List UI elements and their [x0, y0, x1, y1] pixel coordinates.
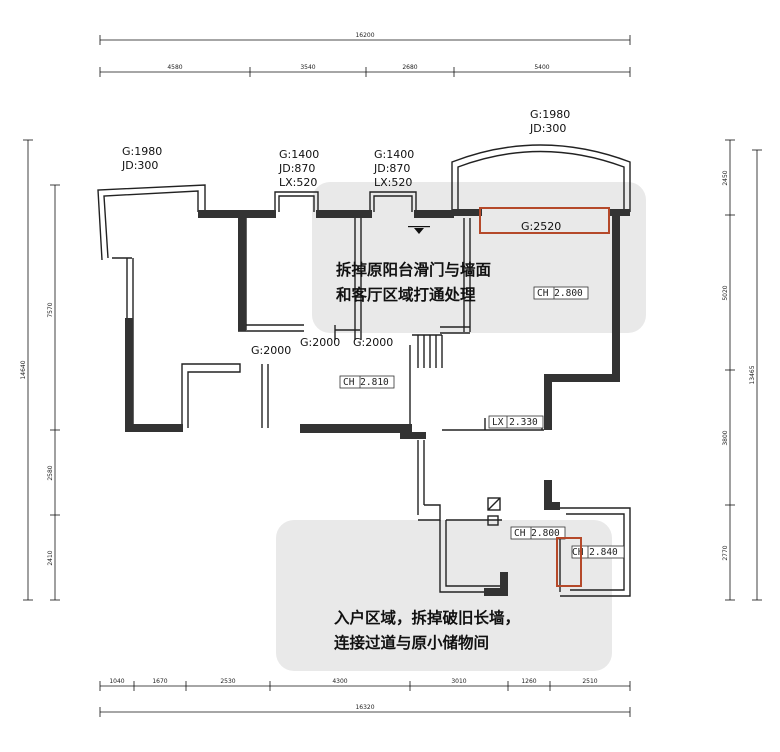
note-bottom-line-1: 入户区域，拆掉破旧长墙，	[334, 608, 520, 627]
left-dimension-2: 2580	[47, 465, 54, 480]
window-1-label-line-3: LX:520	[279, 176, 317, 189]
door-label-g2000-a: G:2000	[251, 344, 291, 357]
top-dimension-1: 4580	[167, 64, 182, 71]
right-dimension-4: 2770	[722, 545, 729, 560]
balcony-window-label-line-1: G:1980	[530, 108, 570, 121]
note-area-top-background	[312, 182, 646, 333]
bottom-dimension-7: 2510	[582, 678, 597, 685]
ch-tag-storage-box	[571, 545, 625, 559]
ch-tag-entry-box	[510, 526, 566, 540]
level-marker-icon	[408, 226, 430, 234]
bottom-dimension-2: 1670	[152, 678, 167, 685]
lx-tag-box	[488, 415, 544, 429]
top-dimension-4: 5400	[534, 64, 549, 71]
bottom-total-dimension: 16320	[355, 704, 374, 711]
right-dimension-2: 5020	[722, 285, 729, 300]
right-dimension-lines	[725, 139, 762, 601]
right-dimension-1: 2450	[722, 170, 729, 185]
bottom-dimension-6: 1260	[521, 678, 536, 685]
bay-window-left-label-line-1: G:1980	[122, 145, 162, 158]
thick-walls	[125, 209, 630, 596]
bay-window-left-label-line-2: JD:300	[121, 159, 158, 172]
bottom-dimension-3: 2530	[220, 678, 235, 685]
ch-tag-balcony-box	[533, 286, 589, 300]
ch-tag-balcony: CH 2.800	[537, 288, 583, 299]
top-dimension-lines	[99, 35, 631, 77]
thin-wall-outlines	[97, 144, 631, 597]
top-total-dimension: 16200	[355, 32, 374, 39]
note-top-line-1: 拆掉原阳台滑门与墙面	[336, 260, 491, 279]
note-bottom-line-2: 连接过道与原小储物间	[334, 633, 489, 652]
right-total-dimension: 13465	[749, 365, 756, 384]
window-2-label-line-1: G:1400	[374, 148, 414, 161]
left-dimension-3: 2410	[47, 550, 54, 565]
window-2-label-line-3: LX:520	[374, 176, 412, 189]
ch-tag-living: CH 2.810	[343, 377, 389, 388]
window-2-label-line-2: JD:870	[373, 162, 410, 175]
window-1-label-line-1: G:1400	[279, 148, 319, 161]
bottom-dimension-5: 3010	[451, 678, 466, 685]
storage-door-highlight-box	[556, 537, 582, 587]
highlight-door-label: G:2520	[521, 220, 561, 233]
ch-tag-living-box	[339, 375, 395, 389]
door-label-g2000-b: G:2000	[300, 336, 340, 349]
balcony-window-label-line-2: JD:300	[529, 122, 566, 135]
left-dimension-lines	[23, 139, 60, 601]
top-dimension-3: 2680	[402, 64, 417, 71]
note-area-bottom-background	[276, 520, 612, 671]
bottom-dimension-lines	[99, 681, 631, 717]
ch-tag-storage: CH 2.840	[572, 547, 618, 558]
bottom-dimension-1: 1040	[109, 678, 124, 685]
note-top-line-2: 和客厅区域打通处理	[336, 285, 476, 304]
top-dimension-2: 3540	[300, 64, 315, 71]
highlight-door-box	[479, 207, 610, 234]
window-1-label-line-2: JD:870	[278, 162, 315, 175]
left-dimension-1: 7570	[47, 302, 54, 317]
lx-tag: LX 2.330	[492, 417, 538, 428]
door-label-g2000-c: G:2000	[353, 336, 393, 349]
ch-tag-entry: CH 2.800	[514, 528, 560, 539]
left-total-dimension: 14640	[20, 360, 27, 379]
right-dimension-3: 3800	[722, 430, 729, 445]
bottom-dimension-4: 4300	[332, 678, 347, 685]
